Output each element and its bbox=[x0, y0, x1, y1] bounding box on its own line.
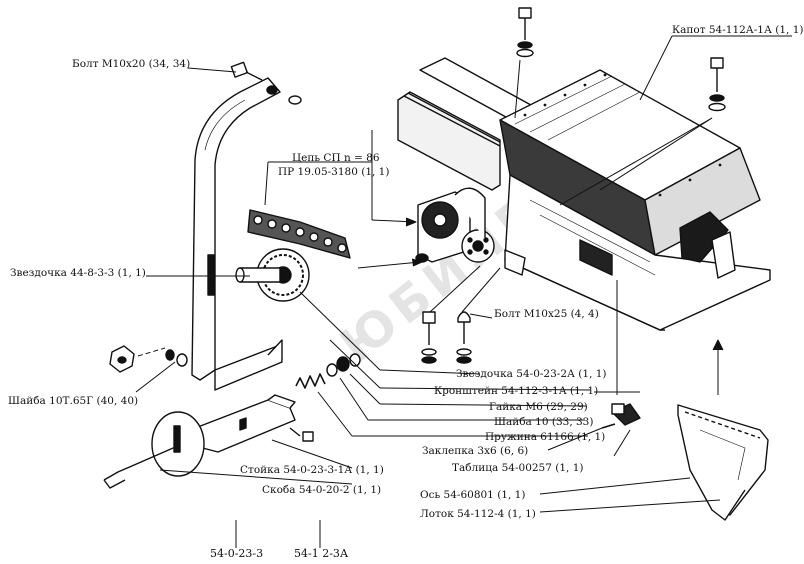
label-tray: Лоток 54-112-4 (1, 1) bbox=[420, 508, 536, 520]
spring-part bbox=[295, 353, 361, 389]
washer-10t-graphic bbox=[109, 345, 188, 373]
label-spring: Пружина 61166 (1, 1) bbox=[485, 431, 606, 443]
label-bolt-m10x25: Болт М10х25 (4, 4) bbox=[494, 308, 599, 320]
code-right: 54-1 2-3А bbox=[294, 547, 349, 560]
label-plate: Таблица 54-00257 (1, 1) bbox=[452, 462, 584, 474]
top-bolt-left bbox=[516, 7, 534, 58]
chain-part bbox=[247, 209, 351, 259]
hood-bracket bbox=[504, 249, 526, 276]
label-sprocket-54: Звездочка 54-0-23-2А (1, 1) bbox=[456, 368, 607, 380]
bracket-assembly-part bbox=[415, 187, 495, 263]
label-chain-line1: Цепь СП n = 86 bbox=[292, 152, 380, 164]
label-sprocket-44: Звездочка 44-8-3-3 (1, 1) bbox=[10, 267, 146, 279]
stand-plate-part bbox=[103, 394, 314, 489]
label-kapot: Капот 54-112А-1А (1, 1) bbox=[672, 24, 804, 36]
bolt-m10x20-graphic bbox=[230, 61, 302, 105]
code-left: 54-0-23-3 bbox=[210, 547, 264, 560]
sprocket-44-part bbox=[235, 248, 310, 302]
label-rivet: Заклепка 3х6 (6, 6) bbox=[422, 445, 529, 457]
bolt-m10x25-right bbox=[456, 311, 472, 364]
label-stand: Стойка 54-0-23-3-1А (1, 1) bbox=[240, 464, 384, 476]
label-washer-10t: Шайба 10Т.65Г (40, 40) bbox=[8, 395, 139, 407]
stand-bar-part bbox=[191, 77, 283, 391]
label-clamp: Скоба 54-0-20-2 (1, 1) bbox=[262, 484, 382, 496]
bolt-m10x25-left bbox=[421, 311, 437, 364]
label-bolt-m10x20: Болт М10х20 (34, 34) bbox=[72, 58, 191, 70]
hood-part bbox=[397, 57, 771, 331]
leader-lines bbox=[135, 35, 792, 548]
label-chain-line2: ПР 19.05-3180 (1, 1) bbox=[278, 166, 390, 178]
label-bracket: Кронштейн 54-112-3-1А (1, 1) bbox=[434, 385, 599, 397]
label-nut-m6: Гайка М6 (29, 29) bbox=[489, 401, 588, 413]
plate-part bbox=[601, 403, 641, 429]
label-axle: Ось 54-60801 (1, 1) bbox=[420, 489, 526, 501]
top-bolt-right bbox=[708, 57, 726, 112]
tray-part bbox=[677, 404, 769, 521]
label-washer-10: Шайба 10 (33, 33) bbox=[494, 416, 594, 428]
